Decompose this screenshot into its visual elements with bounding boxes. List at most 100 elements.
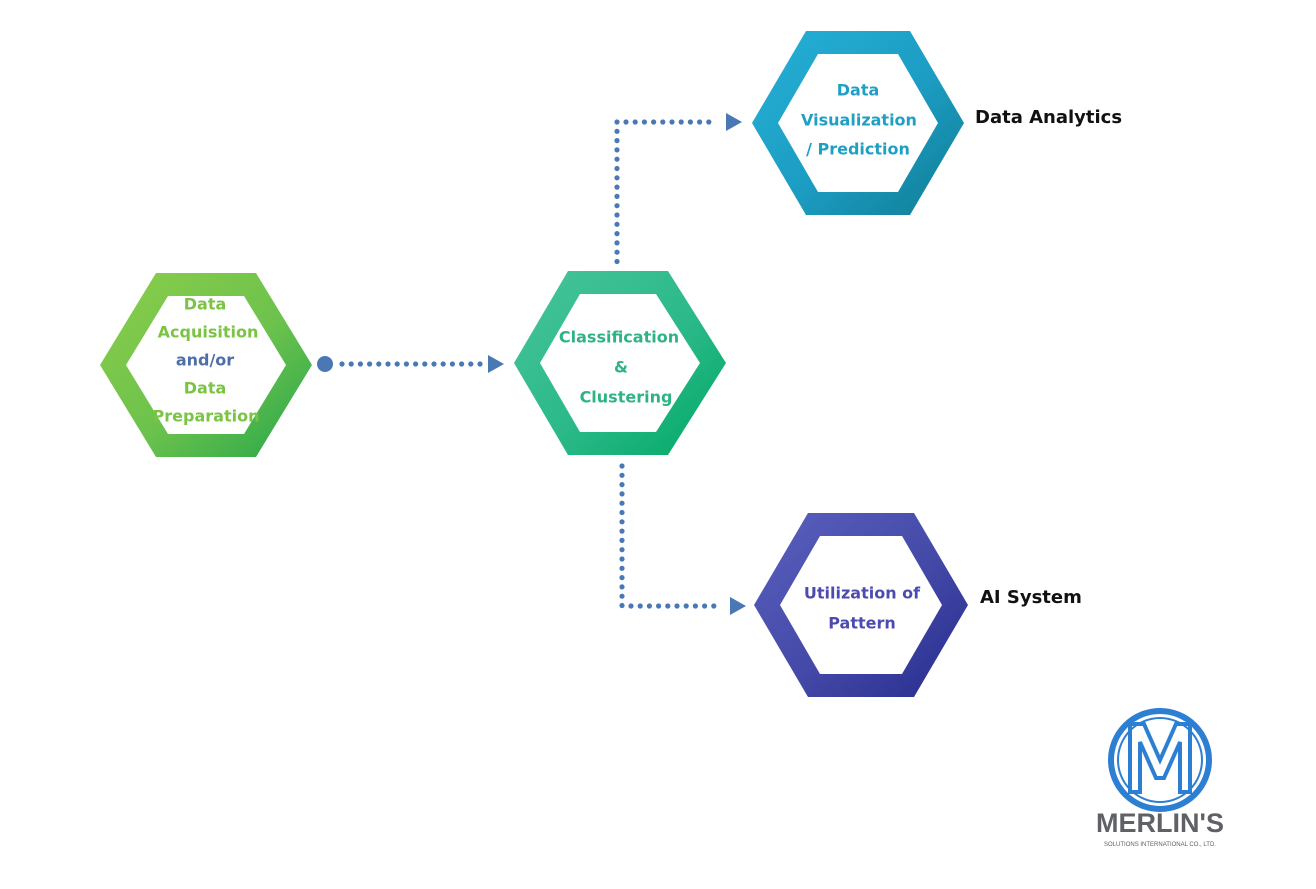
connector-dot bbox=[637, 603, 643, 609]
connector-dot bbox=[614, 165, 620, 172]
connector-dot bbox=[376, 361, 382, 367]
connector-dot bbox=[614, 193, 620, 199]
connector-dot bbox=[614, 147, 620, 153]
connector-dot bbox=[641, 119, 648, 125]
connector-dot bbox=[619, 491, 625, 497]
connector-dot bbox=[459, 361, 465, 367]
connector-dot bbox=[614, 212, 620, 218]
connector-dot bbox=[619, 547, 625, 553]
connector-dot bbox=[632, 119, 638, 125]
node-line: Pattern bbox=[828, 614, 896, 633]
connector-dot bbox=[614, 249, 620, 255]
connector-dot bbox=[385, 361, 391, 367]
node-line: Classification bbox=[559, 328, 679, 347]
connector-dot bbox=[628, 603, 634, 609]
connector-dot bbox=[669, 119, 675, 125]
node-line: Data bbox=[837, 81, 880, 100]
connector-dot bbox=[449, 361, 455, 367]
connector-dot bbox=[619, 500, 625, 506]
logo-ring bbox=[1108, 708, 1212, 812]
connector-dot bbox=[403, 361, 409, 367]
connector-dot bbox=[619, 519, 625, 525]
merlins-logo: MERLIN'S SOLUTIONS INTERNATIONAL CO., LT… bbox=[1096, 708, 1224, 848]
logo-name: MERLIN'S bbox=[1096, 808, 1224, 838]
connector-dot bbox=[619, 584, 625, 590]
connector-dot bbox=[614, 258, 620, 265]
connector-dot bbox=[619, 509, 625, 516]
node-utilization-of-pattern: Utilization of Pattern bbox=[754, 513, 968, 697]
connector-dot bbox=[619, 537, 625, 544]
connector-dot bbox=[619, 556, 625, 562]
hexagon-shape bbox=[100, 273, 312, 457]
node-line: & bbox=[614, 358, 628, 377]
node-data-visualization: Data Visualization / Prediction bbox=[752, 31, 964, 215]
connector-dot bbox=[706, 119, 712, 125]
connector-dot bbox=[678, 119, 684, 125]
connector-dot bbox=[614, 203, 620, 209]
connector-dot bbox=[367, 361, 373, 367]
node-data-acquisition: Data Acquisition and/or Data Preparation bbox=[100, 273, 312, 457]
node-line: Acquisition bbox=[158, 323, 259, 342]
connector-dot bbox=[619, 575, 625, 581]
connector-dot bbox=[646, 603, 653, 609]
connector-dot bbox=[614, 175, 620, 181]
node-line: Data bbox=[184, 295, 227, 314]
node-line: Utilization of bbox=[804, 584, 921, 603]
node-classification-clustering: Classification & Clustering bbox=[514, 271, 726, 455]
connector-dot bbox=[440, 361, 446, 367]
node-line: and/or bbox=[176, 351, 234, 370]
node-line: Clustering bbox=[580, 388, 673, 407]
connector-dot bbox=[477, 361, 483, 367]
node-line: Data bbox=[184, 379, 227, 398]
connector-dot bbox=[619, 482, 625, 488]
connector-dot bbox=[665, 603, 671, 609]
connector-dot bbox=[614, 156, 620, 162]
connector-dot bbox=[697, 119, 703, 125]
logo-tagline: SOLUTIONS INTERNATIONAL CO., LTD. bbox=[1104, 842, 1216, 848]
connector-dot bbox=[692, 603, 699, 609]
connector-dot bbox=[660, 119, 666, 125]
node-line: Preparation bbox=[153, 407, 260, 426]
connector-dot bbox=[614, 231, 620, 237]
connector-dot bbox=[614, 138, 620, 144]
connector-dot bbox=[619, 593, 625, 599]
connector-dot bbox=[413, 361, 419, 367]
arrow-head-icon bbox=[488, 355, 504, 373]
connector-dot bbox=[357, 361, 363, 367]
connector-dot bbox=[431, 361, 437, 367]
connector-dot bbox=[656, 603, 662, 609]
connector-start-dot bbox=[317, 356, 333, 372]
connector-dot bbox=[619, 463, 625, 469]
arrow-head-icon bbox=[726, 113, 742, 131]
connector-dot bbox=[614, 128, 620, 134]
node-line: Visualization bbox=[801, 111, 917, 130]
connector-dot bbox=[623, 119, 629, 125]
connector-dot bbox=[422, 361, 428, 367]
connector-dot bbox=[651, 119, 657, 125]
hexagon-shape bbox=[754, 513, 968, 697]
connector-dot bbox=[687, 119, 694, 125]
hexagon-shape bbox=[514, 271, 726, 455]
label-data-analytics: Data Analytics bbox=[975, 107, 1122, 128]
connector-dot bbox=[683, 603, 689, 609]
label-ai-system: AI System bbox=[980, 587, 1082, 608]
connector-lines bbox=[317, 113, 746, 615]
connector-dot bbox=[348, 361, 354, 367]
connector-dot bbox=[339, 361, 345, 367]
connector-dot bbox=[614, 119, 620, 125]
connector-dot bbox=[619, 565, 625, 571]
logo-m-letter bbox=[1128, 722, 1192, 794]
logo-ring-inner bbox=[1117, 717, 1203, 803]
connector-dot bbox=[619, 602, 625, 609]
arrow-head-icon bbox=[730, 597, 746, 615]
connector-dot bbox=[702, 603, 708, 609]
connector-dot bbox=[614, 240, 620, 246]
connector-dot bbox=[711, 603, 717, 609]
connector-dot bbox=[619, 528, 625, 534]
connector-dot bbox=[614, 184, 620, 190]
connector-dot bbox=[674, 603, 680, 609]
connector-dot bbox=[619, 472, 625, 478]
connector-dot bbox=[394, 361, 400, 367]
